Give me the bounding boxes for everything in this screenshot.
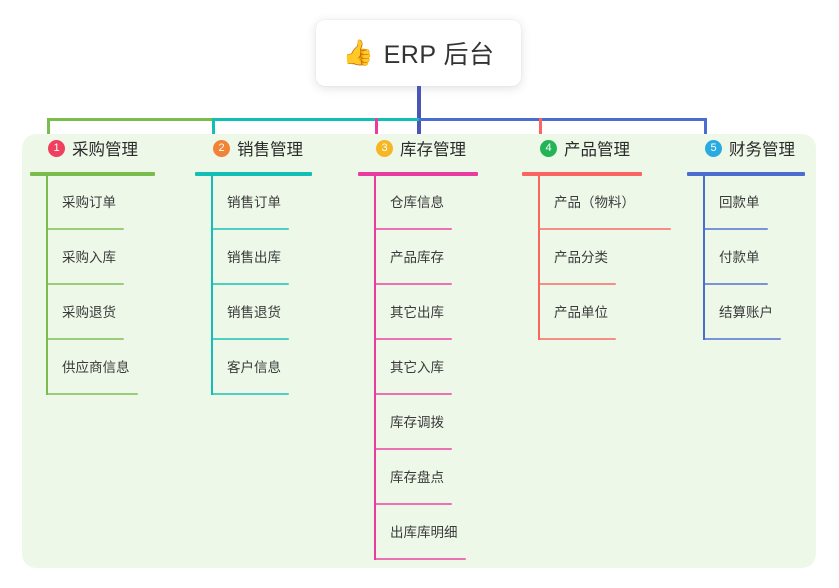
branch-header-5[interactable]: 5 财务管理: [687, 134, 815, 162]
branch-item-rule: [46, 228, 124, 230]
branch-header-rule: [195, 172, 312, 176]
branch-item-rule: [374, 228, 452, 230]
branch-item-rule: [374, 448, 452, 450]
branch-stem: [374, 175, 376, 560]
branch-item-label: 采购退货: [62, 305, 116, 320]
branch-item-rule: [703, 283, 768, 285]
branch-stem: [211, 175, 213, 395]
branch-header-1[interactable]: 1 采购管理: [30, 134, 180, 162]
branch-title-label: 销售管理: [237, 141, 303, 159]
branch-item-label: 客户信息: [227, 360, 281, 375]
branch-number-badge: 2: [213, 139, 230, 157]
branch-item-label: 其它出库: [390, 305, 444, 320]
branch-item-rule: [46, 393, 138, 395]
branch-title-label: 财务管理: [729, 141, 795, 159]
root-connector-vertical: [417, 86, 421, 140]
branches-panel: 1 采购管理采购订单采购入库采购退货供应商信息 2 销售管理销售订单销售出库销售退货客…: [22, 134, 816, 568]
branch-item-rule: [374, 503, 452, 505]
branch-item-rule: [703, 338, 781, 340]
branch-item-rule: [46, 283, 124, 285]
branch-stem: [538, 175, 540, 340]
branch-number-badge: 5: [705, 139, 722, 157]
branch-title-label: 库存管理: [400, 141, 466, 159]
branch-item-rule: [374, 338, 452, 340]
branch-item-label: 库存盘点: [390, 470, 444, 485]
branch-item-label: 采购订单: [62, 195, 116, 210]
branch-column-2: 2 销售管理销售订单销售出库销售退货客户信息: [195, 134, 345, 395]
branch-item-label: 采购入库: [62, 250, 116, 265]
branch-number-badge: 4: [540, 139, 557, 157]
connector-segment-2: [212, 118, 422, 121]
branch-column-3: 3 库存管理仓库信息产品库存其它出库其它入库库存调拨库存盘点出库库明细: [358, 134, 508, 560]
branch-item-rule: [703, 228, 768, 230]
branch-header-3[interactable]: 3 库存管理: [358, 134, 508, 162]
branch-title-label: 采购管理: [72, 141, 138, 159]
branch-header-4[interactable]: 4 产品管理: [522, 134, 672, 162]
branch-item-rule: [538, 338, 616, 340]
branch-number-badge: 3: [376, 139, 393, 157]
branch-item-label: 出库库明细: [390, 525, 458, 540]
branch-header-rule: [30, 172, 155, 176]
branch-item-label: 库存调拨: [390, 415, 444, 430]
branch-item-rule: [211, 393, 289, 395]
branch-item-rule: [374, 558, 466, 560]
branch-item-rule: [374, 393, 452, 395]
thumbs-up-icon: 👍: [342, 38, 374, 67]
branch-item-label: 供应商信息: [62, 360, 130, 375]
branch-column-1: 1 采购管理采购订单采购入库采购退货供应商信息: [30, 134, 180, 395]
connector-segment-1: [47, 118, 215, 121]
branch-item-label: 付款单: [719, 250, 760, 265]
branch-item-rule: [374, 283, 452, 285]
branch-item-label: 销售退货: [227, 305, 281, 320]
connector-segment-3: [419, 118, 707, 121]
branch-header-2[interactable]: 2 销售管理: [195, 134, 345, 162]
branch-item-rule: [211, 338, 289, 340]
branch-item-label: 产品库存: [390, 250, 444, 265]
branch-item-rule: [538, 283, 616, 285]
branch-header-rule: [358, 172, 478, 176]
branch-title-label: 产品管理: [564, 141, 630, 159]
branch-number-badge: 1: [48, 139, 65, 157]
branch-column-5: 5 财务管理回款单付款单结算账户: [687, 134, 815, 340]
branch-column-4: 4 产品管理产品（物料） 产品分类产品单位: [522, 134, 672, 340]
branch-header-rule: [687, 172, 805, 176]
branch-item-rule: [211, 228, 289, 230]
branch-stem: [703, 175, 705, 340]
branch-item-label: 销售订单: [227, 195, 281, 210]
branch-item-rule: [538, 228, 671, 230]
root-node-erp-backend[interactable]: 👍 ERP 后台: [316, 20, 521, 86]
branch-item-rule: [46, 338, 124, 340]
branch-item-label: 产品单位: [554, 305, 608, 320]
branch-item-rule: [211, 283, 289, 285]
branch-item-label: 销售出库: [227, 250, 281, 265]
branch-item-label: 结算账户: [719, 305, 773, 320]
branch-item-label: 产品分类: [554, 250, 608, 265]
branch-header-rule: [522, 172, 642, 176]
branch-stem: [46, 175, 48, 395]
root-node-label: ERP 后台: [383, 41, 495, 69]
branch-item-label: 回款单: [719, 195, 760, 210]
branch-item-label: 产品（物料）: [554, 195, 635, 210]
branch-item-label: 仓库信息: [390, 195, 444, 210]
branch-item-label: 其它入库: [390, 360, 444, 375]
